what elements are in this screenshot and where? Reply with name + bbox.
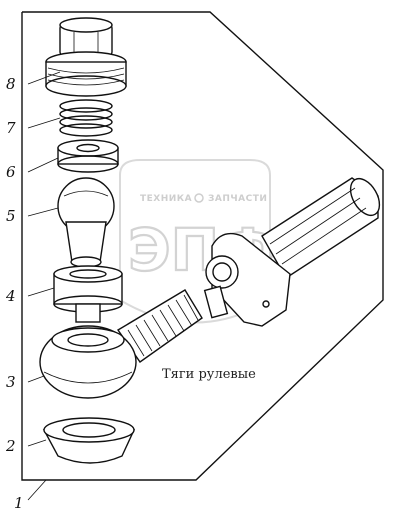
part-4-bushing (53, 265, 123, 323)
part-2-lower-cap (42, 417, 136, 464)
callout-8: 8 (6, 75, 16, 93)
diagram-caption: Тяги рулевые (162, 367, 256, 382)
part-8-threaded-plug (45, 17, 127, 97)
callout-4: 4 (5, 287, 16, 305)
leader-lines (27, 71, 61, 501)
callout-3: 3 (6, 373, 16, 391)
watermark-text-right: ЗАПЧАСТИ (208, 194, 267, 204)
callout-5: 5 (6, 207, 16, 225)
part-3-tie-rod-end (39, 289, 203, 399)
callouts: 8 7 6 5 4 3 2 1 (5, 75, 24, 512)
callout-6: 6 (6, 163, 16, 181)
callout-7: 7 (6, 119, 16, 137)
part-5-ball-pin (57, 177, 115, 268)
watermark-text-left: ТЕХНИКА (140, 194, 192, 204)
part-7-spring (59, 99, 113, 137)
rod-clamp-assembly (203, 177, 381, 327)
callout-1: 1 (14, 494, 24, 512)
part-6-liner-ring (57, 139, 119, 173)
watermark-dot-icon (194, 193, 204, 203)
callout-2: 2 (5, 437, 16, 455)
frame-plate (21, 11, 384, 481)
